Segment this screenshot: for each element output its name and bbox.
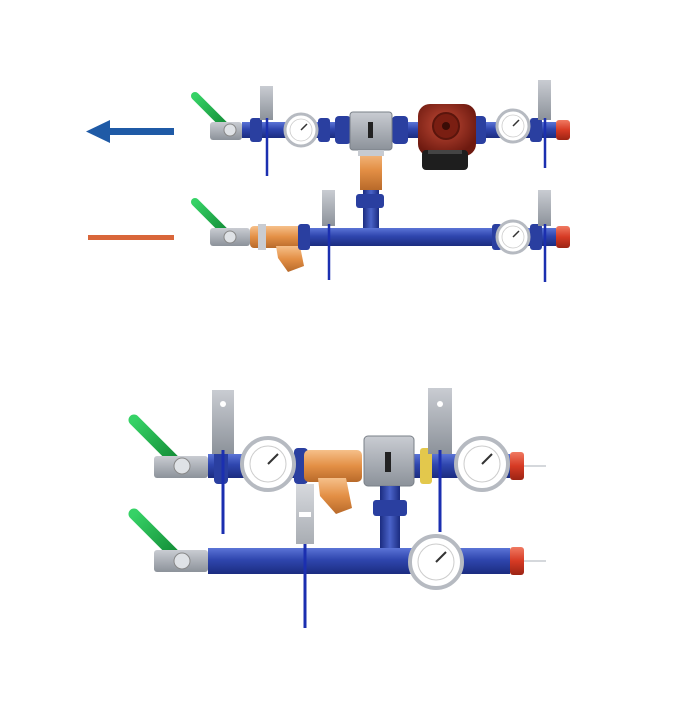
ball-valve-icon [128,414,208,478]
thermometer-icon [283,112,319,148]
mounting-bracket [538,80,551,168]
top-assembly [86,80,570,282]
pipe-segment [208,548,510,574]
circulation-pump-icon [418,104,476,170]
ball-valve-icon [128,508,208,572]
pipe-end-cap [556,120,570,140]
strainer-icon [250,224,304,272]
bypass-connector [356,190,384,228]
thermometer-icon [240,436,296,492]
bottom-assembly [128,388,546,628]
top-lower-line [191,190,570,282]
pipe-end-cap [510,452,524,480]
thermometer-icon [454,436,510,492]
pipe-end-cap [556,226,570,248]
mixing-valve-icon [349,111,393,190]
supply-arrow-icon [86,120,174,143]
pipe-end-cap [510,547,524,575]
mixing-valve-icon [363,435,415,487]
bypass-connector [373,486,407,548]
ball-valve-icon [191,92,242,140]
strainer-icon [304,450,362,514]
mounting-bracket [428,388,452,532]
mounting-bracket [322,190,335,280]
return-line [88,235,174,240]
ball-valve-icon [191,198,250,246]
mounting-bracket [260,86,273,176]
mounting-bracket [538,190,551,282]
thermometer-icon [495,219,531,255]
top-upper-line [191,80,570,190]
bottom-lower-line [128,484,546,628]
mounting-bracket [212,390,234,534]
thermometer-icon [495,108,531,144]
bottom-upper-line [128,388,546,534]
thermometer-icon [408,534,464,590]
mounting-bracket [296,484,314,628]
